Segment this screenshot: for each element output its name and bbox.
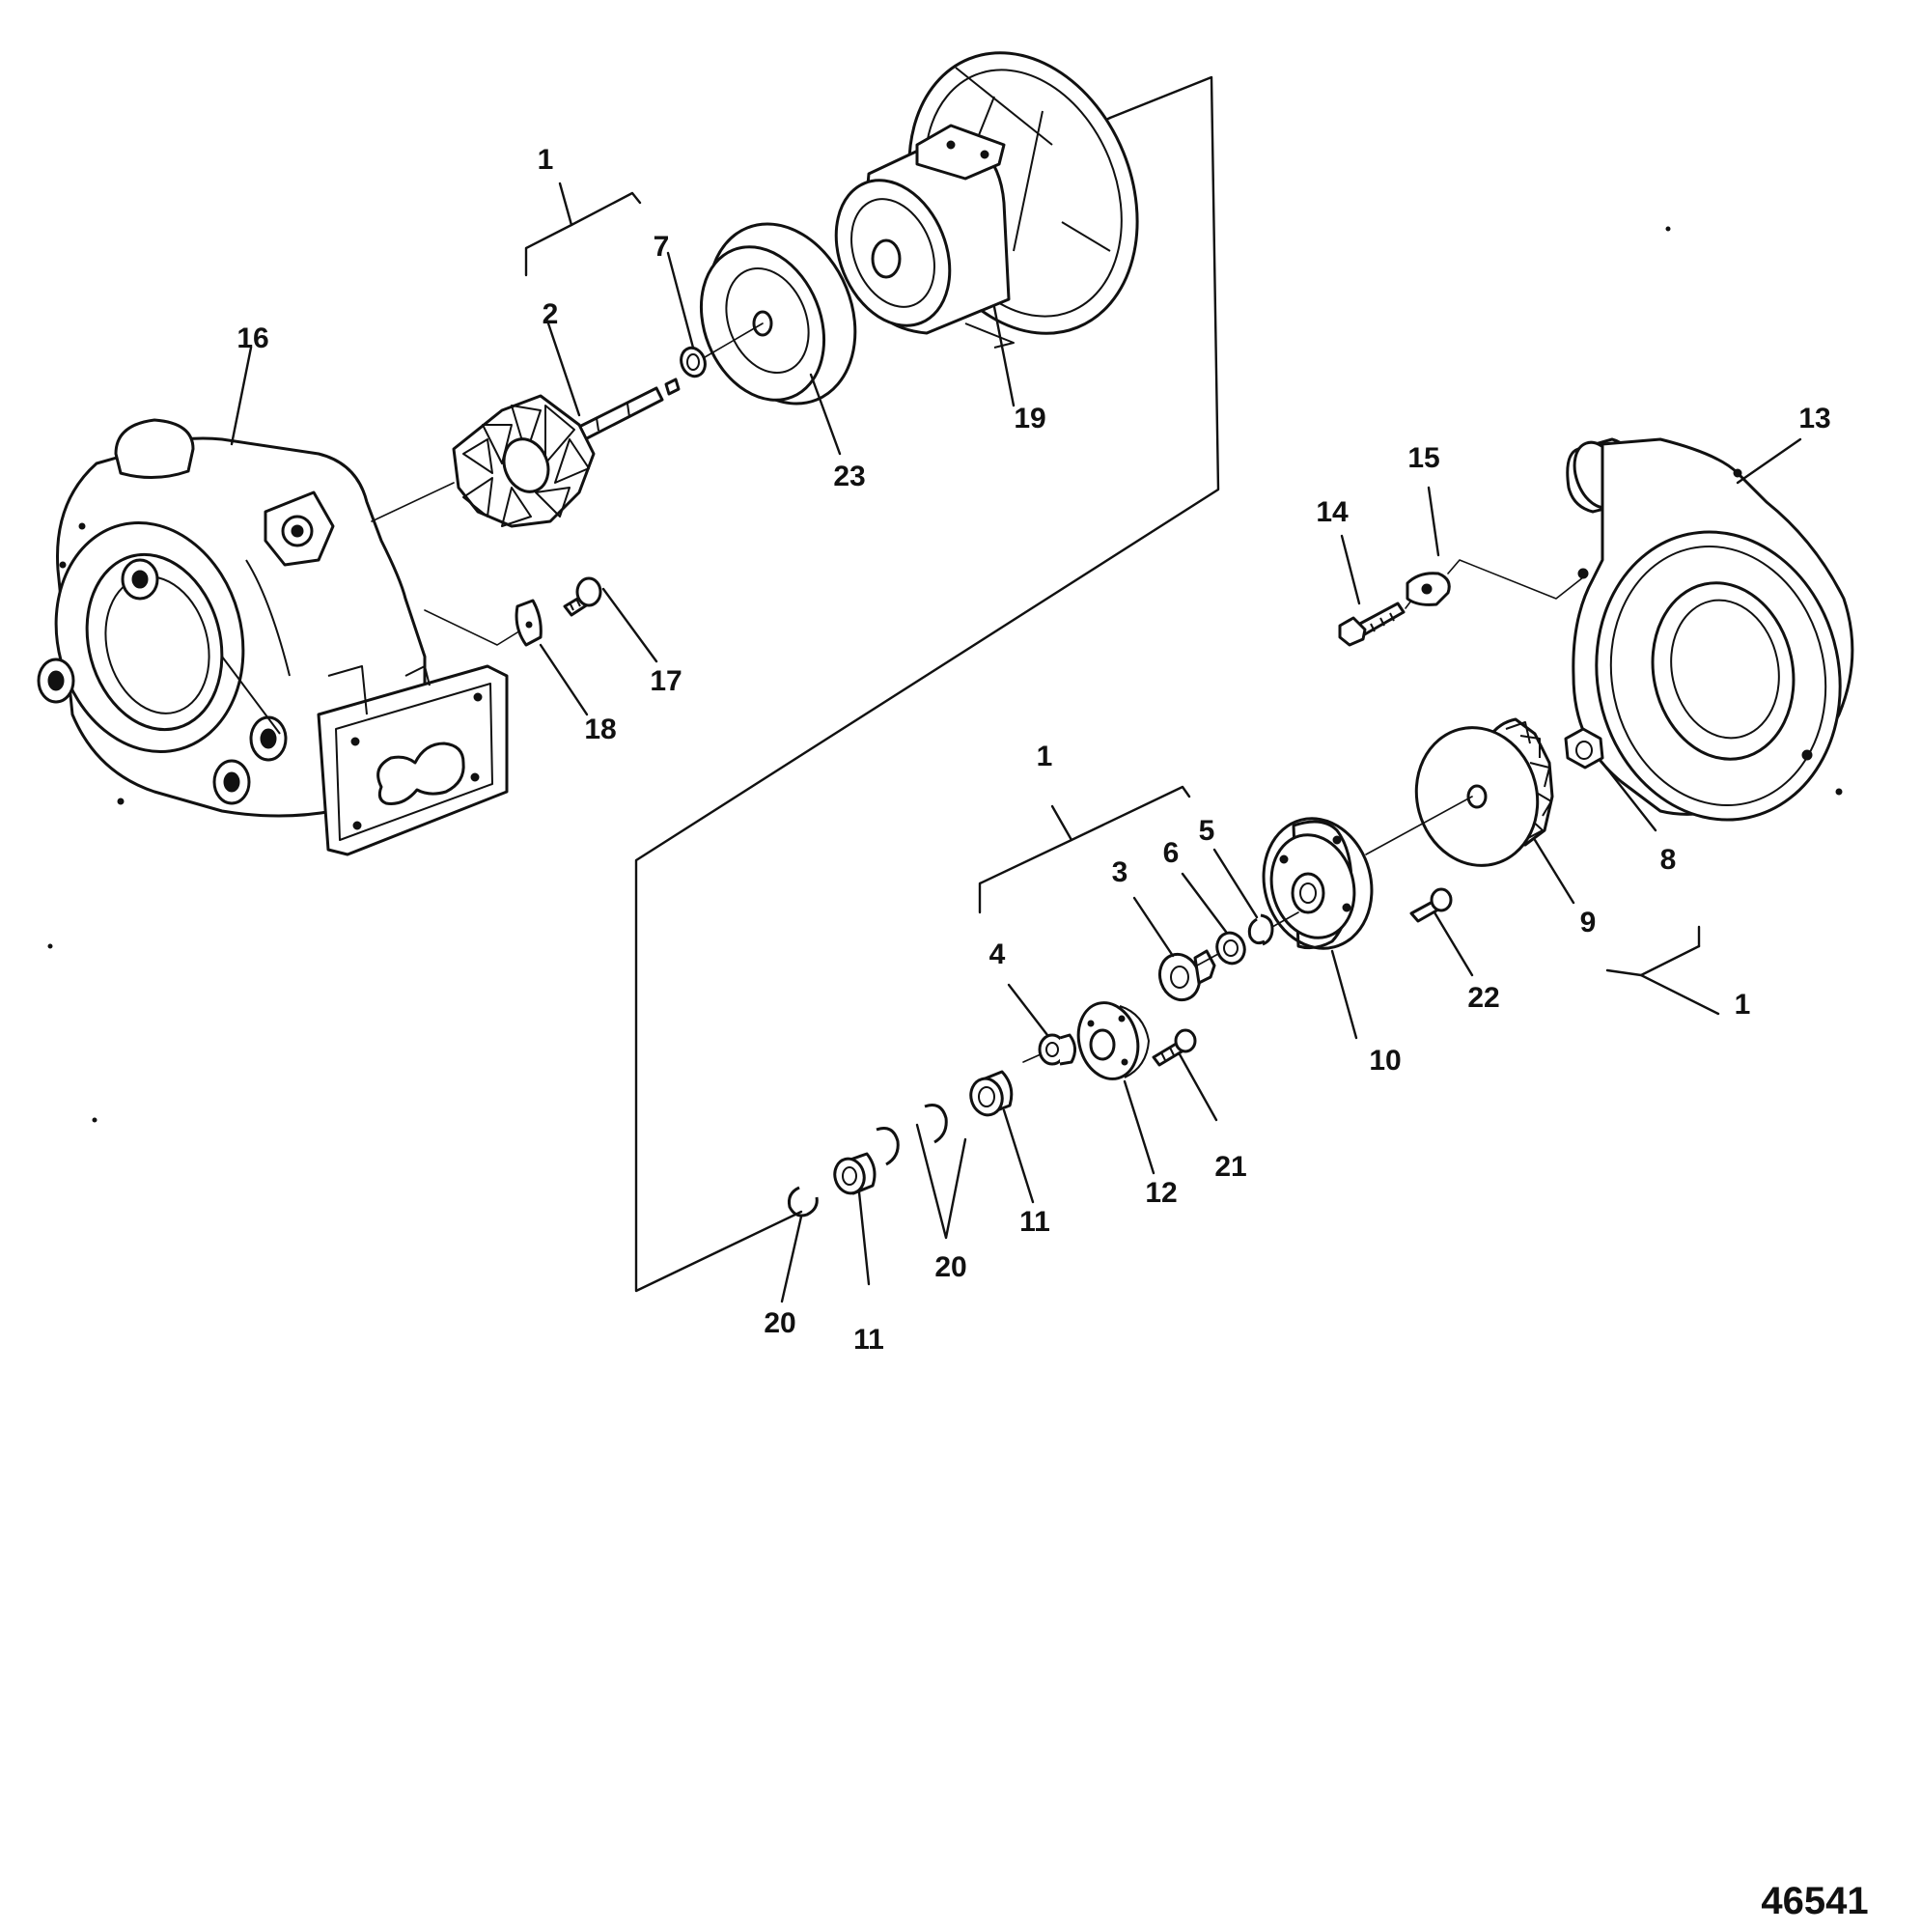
part-14-bolt bbox=[1338, 602, 1406, 647]
label-17: 17 bbox=[650, 665, 682, 697]
part-15-lock-plate bbox=[1406, 572, 1451, 606]
label-6: 6 bbox=[1163, 837, 1180, 869]
part-19-backplate bbox=[834, 51, 1139, 349]
label-16: 16 bbox=[237, 322, 268, 354]
label-21: 21 bbox=[1214, 1151, 1246, 1183]
part-20-retaining-rings bbox=[788, 1104, 948, 1218]
label-11-upper: 11 bbox=[1019, 1206, 1050, 1238]
callout-labels: 1 7 2 16 23 19 13 15 14 17 18 1 5 6 3 8 … bbox=[237, 144, 1830, 1356]
part-2-turbine-wheel-shaft bbox=[452, 378, 681, 528]
label-1-middle: 1 bbox=[1037, 741, 1053, 772]
label-20-pair: 20 bbox=[934, 1251, 966, 1283]
leader-lines bbox=[230, 182, 1802, 1303]
label-1-right: 1 bbox=[1735, 989, 1751, 1021]
label-22: 22 bbox=[1467, 982, 1499, 1014]
part-4-spacer bbox=[1038, 1033, 1076, 1066]
part-5-ring bbox=[1247, 913, 1274, 946]
label-3: 3 bbox=[1112, 856, 1128, 888]
label-8: 8 bbox=[1660, 844, 1677, 876]
label-12: 12 bbox=[1145, 1177, 1177, 1209]
label-20-lower: 20 bbox=[764, 1307, 795, 1339]
label-19: 19 bbox=[1014, 403, 1045, 434]
part-3-thrust-collar bbox=[1157, 949, 1216, 1002]
label-4: 4 bbox=[989, 938, 1006, 970]
part-16-turbine-housing bbox=[37, 418, 509, 856]
part-11-bearing-upper bbox=[969, 1070, 1014, 1117]
part-17-screw bbox=[563, 576, 602, 617]
label-7: 7 bbox=[654, 231, 670, 263]
part-9-compressor-wheel bbox=[1414, 717, 1554, 867]
label-15: 15 bbox=[1407, 442, 1439, 474]
part-21-screw bbox=[1152, 1028, 1197, 1067]
part-18-lock-plate bbox=[515, 599, 543, 647]
label-9: 9 bbox=[1580, 907, 1597, 938]
part-22-screw bbox=[1409, 887, 1453, 923]
label-1-top: 1 bbox=[538, 144, 554, 176]
part-6-ring bbox=[1215, 931, 1246, 966]
part-11-bearing-lower bbox=[833, 1152, 877, 1195]
label-11-lower: 11 bbox=[853, 1324, 884, 1356]
label-2: 2 bbox=[543, 298, 559, 330]
label-14: 14 bbox=[1316, 496, 1349, 528]
label-5: 5 bbox=[1199, 815, 1215, 847]
part-13-compressor-housing bbox=[1566, 437, 1854, 822]
label-18: 18 bbox=[584, 714, 616, 745]
label-10: 10 bbox=[1369, 1045, 1401, 1077]
figure-number: 46541 bbox=[1761, 1880, 1868, 1922]
part-7-ring bbox=[680, 346, 707, 378]
label-13: 13 bbox=[1798, 403, 1830, 434]
part-12-thrust-bearing bbox=[1076, 1001, 1150, 1080]
part-8-nut bbox=[1564, 727, 1604, 770]
label-23: 23 bbox=[833, 461, 865, 492]
